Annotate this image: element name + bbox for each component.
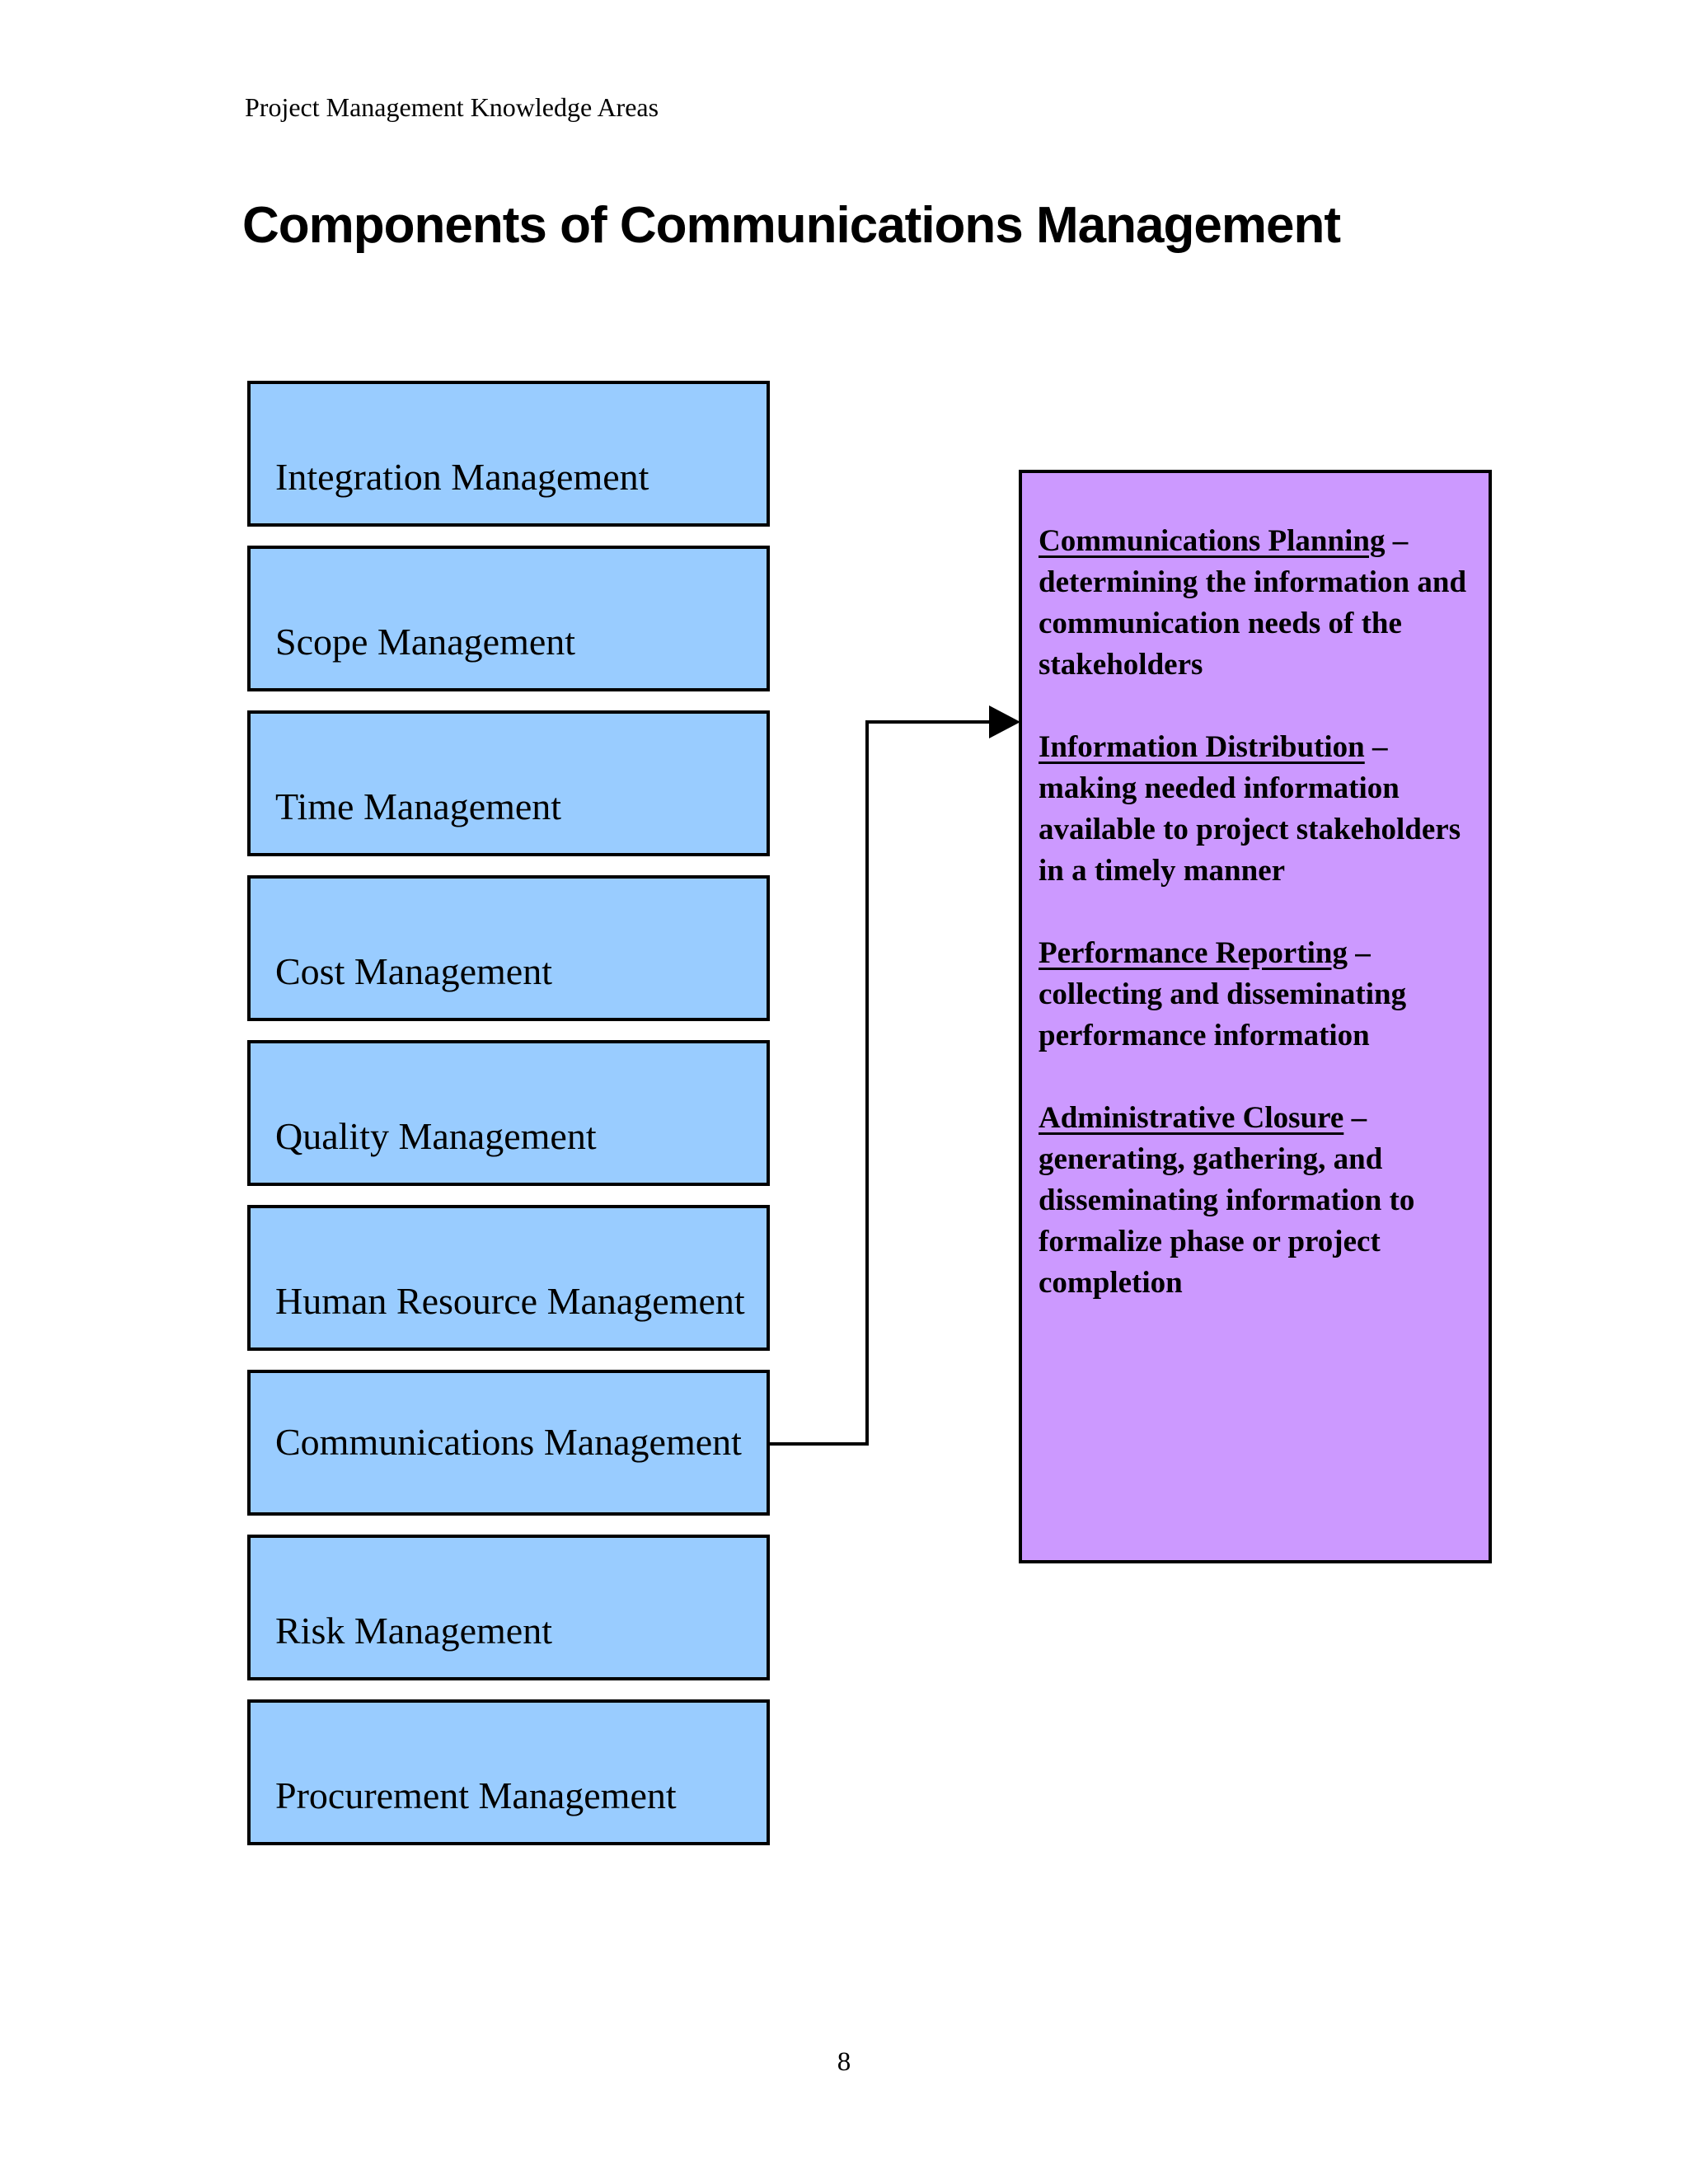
box-label: Time Management: [275, 785, 562, 828]
component-heading: Information Distribution: [1039, 730, 1365, 764]
box-label: Communications Management: [275, 1421, 742, 1464]
box-communications-management: Communications Management: [247, 1370, 770, 1516]
component-heading: Administrative Closure: [1039, 1101, 1344, 1135]
box-human-resource-management: Human Resource Management: [247, 1205, 770, 1351]
box-risk-management: Risk Management: [247, 1535, 770, 1680]
box-integration-management: Integration Management: [247, 381, 770, 527]
page-header: Project Management Knowledge Areas: [245, 92, 659, 122]
box-quality-management: Quality Management: [247, 1040, 770, 1186]
box-scope-management: Scope Management: [247, 546, 770, 691]
components-panel: Communications Planning – determining th…: [1019, 470, 1492, 1563]
component-administrative-closure: Administrative Closure – generating, gat…: [1039, 1098, 1472, 1304]
component-dash: –: [1392, 524, 1409, 558]
connector-line-vertical: [865, 720, 869, 1446]
box-time-management: Time Management: [247, 710, 770, 856]
component-dash: –: [1355, 936, 1371, 970]
component-description: generating, gathering, and disseminating…: [1039, 1142, 1415, 1300]
component-description: making needed information available to p…: [1039, 771, 1461, 888]
box-procurement-management: Procurement Management: [247, 1699, 770, 1845]
box-label: Integration Management: [275, 456, 649, 499]
arrowhead-icon: [989, 705, 1020, 738]
component-dash: –: [1351, 1101, 1367, 1135]
component-heading: Performance Reporting: [1039, 936, 1348, 970]
box-label: Procurement Management: [275, 1774, 677, 1817]
page-title: Components of Communications Management: [242, 197, 1341, 254]
connector-line-from-communications-box: [767, 1442, 869, 1446]
page-number: 8: [837, 2047, 851, 2077]
box-label: Quality Management: [275, 1115, 597, 1158]
component-communications-planning: Communications Planning – determining th…: [1039, 521, 1472, 686]
box-label: Human Resource Management: [275, 1280, 745, 1323]
component-description: collecting and disseminating performance…: [1039, 977, 1407, 1052]
box-label: Scope Management: [275, 621, 576, 663]
connector-line-to-panel: [865, 720, 994, 724]
box-label: Cost Management: [275, 950, 552, 993]
box-cost-management: Cost Management: [247, 875, 770, 1021]
component-dash: –: [1372, 730, 1388, 764]
component-information-distribution: Information Distribution – making needed…: [1039, 727, 1472, 892]
box-label: Risk Management: [275, 1610, 552, 1652]
component-description: determining the information and communic…: [1039, 565, 1467, 682]
component-heading: Communications Planning: [1039, 524, 1386, 558]
component-performance-reporting: Performance Reporting – collecting and d…: [1039, 933, 1472, 1057]
